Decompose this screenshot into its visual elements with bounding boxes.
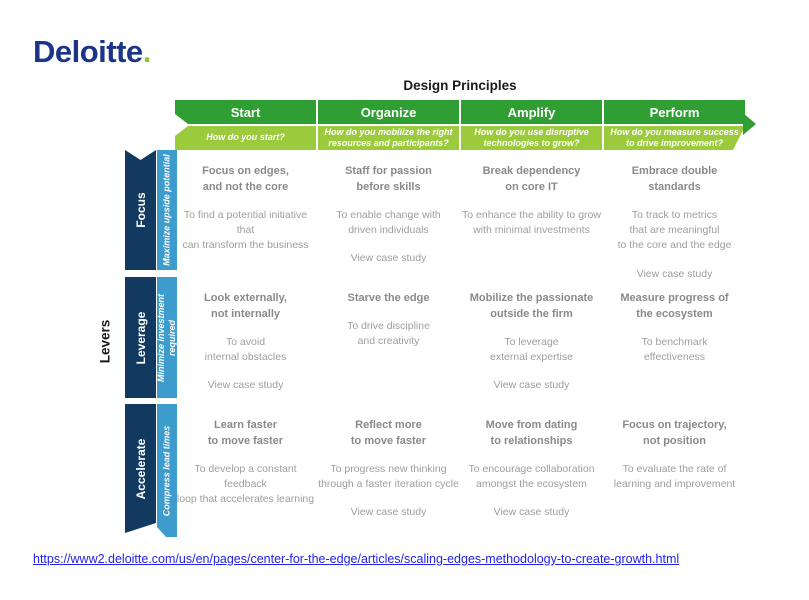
cell-desc: To track to metrics that are meaningful … (617, 208, 732, 252)
cell-desc: To find a potential initiative that can … (182, 208, 309, 252)
column-header-amplify: Amplify (461, 100, 602, 124)
header-ribbon-arrow-icon (743, 113, 756, 135)
cell-title: Reflect more to move faster (350, 419, 427, 447)
matrix-cell-leverage-amplify: Mobilize the passionate outside the firm… (461, 277, 602, 398)
logo-dot: . (142, 34, 152, 69)
question-amplify: How do you use disruptive technologies t… (461, 126, 602, 150)
view-case-study-link[interactable]: View case study (493, 379, 570, 392)
view-case-study-link[interactable]: View case study (493, 506, 570, 519)
cell-desc: To leverage external expertise (490, 335, 573, 364)
lever-bar-leverage: Leverage (125, 277, 156, 398)
deloitte-logo: Deloitte. (33, 34, 151, 70)
matrix-cell-accelerate-amplify: Move from dating to relationships To enc… (461, 404, 602, 533)
matrix-cell-accelerate-organize: Reflect more to move faster To progress … (318, 404, 459, 533)
matrix-cell-accelerate-perform: Focus on trajectory, not position To eva… (604, 404, 745, 533)
cell-title: Mobilize the passionate outside the firm (469, 292, 594, 320)
cell-desc: To enhance the ability to grow with mini… (462, 208, 601, 237)
question-start: How do you start? (175, 126, 316, 150)
page-title: Design Principles (403, 78, 517, 93)
matrix-cell-focus-start: Focus on edges, and not the core To find… (175, 150, 316, 270)
matrix-cell-focus-organize: Staff for passion before skills To enabl… (318, 150, 459, 270)
column-question-row: How do you start? How do you mobilize th… (175, 126, 745, 150)
matrix-row-leverage: Look externally, not internally To avoid… (175, 277, 745, 398)
matrix-cell-leverage-start: Look externally, not internally To avoid… (175, 277, 316, 398)
cell-title: Focus on trajectory, not position (622, 419, 727, 447)
cell-title: Measure progress of the ecosystem (620, 292, 729, 320)
question-perform: How do you measure success to drive impr… (604, 126, 745, 150)
cell-desc: To avoid internal obstacles (204, 335, 287, 364)
cell-title: Learn faster to move faster (207, 419, 284, 447)
cell-title: Look externally, not internally (204, 292, 287, 320)
cell-title: Staff for passion before skills (345, 165, 432, 193)
matrix-cell-focus-amplify: Break dependency on core IT To enhance t… (461, 150, 602, 270)
view-case-study-link[interactable]: View case study (350, 506, 427, 519)
sublabel-accelerate: Compress lead times (161, 425, 172, 516)
cell-desc: To drive discipline and creativity (347, 319, 430, 348)
cell-title: Break dependency on core IT (482, 165, 581, 193)
lever-label-accelerate: Accelerate (133, 438, 148, 499)
logo-text: Deloitte (33, 34, 143, 69)
cell-title: Move from dating to relationships (485, 419, 578, 447)
matrix-row-accelerate: Learn faster to move faster To develop a… (175, 404, 745, 533)
sublabel-bar-accelerate: Compress lead times (157, 404, 177, 537)
cell-title: Embrace double standards (631, 165, 718, 193)
sublabel-focus: Maximize upside potential (161, 154, 172, 266)
cell-title: Focus on edges, and not the core (202, 165, 289, 193)
footer-source-link[interactable]: https://www2.deloitte.com/us/en/pages/ce… (33, 552, 680, 566)
sublabel-bar-leverage: Minimize investment required (156, 277, 177, 398)
view-case-study-link[interactable]: View case study (207, 379, 284, 392)
matrix-cell-leverage-organize: Starve the edge To drive discipline and … (318, 277, 459, 398)
cell-desc: To progress new thinking through a faste… (318, 462, 459, 491)
cell-desc: To benchmark effectiveness (641, 335, 708, 364)
column-header-organize: Organize (318, 100, 459, 124)
matrix-cell-leverage-perform: Measure progress of the ecosystem To ben… (604, 277, 745, 398)
column-header-start: Start (175, 100, 316, 124)
lever-bar-focus: Focus (125, 150, 156, 270)
cell-desc: To encourage collaboration amongst the e… (468, 462, 595, 491)
lever-bar-accelerate: Accelerate (125, 404, 156, 533)
column-header-perform: Perform (604, 100, 745, 124)
matrix-row-focus: Focus on edges, and not the core To find… (175, 150, 745, 280)
levers-axis-label: Levers (97, 319, 113, 364)
matrix-cell-accelerate-start: Learn faster to move faster To develop a… (175, 404, 316, 533)
cell-desc: To evaluate the rate of learning and imp… (613, 462, 736, 491)
lever-label-focus: Focus (133, 192, 148, 228)
view-case-study-link[interactable]: View case study (636, 267, 713, 280)
question-organize: How do you mobilize the right resources … (318, 126, 459, 150)
cell-desc: To enable change with driven individuals (336, 208, 441, 237)
column-header-row: Start Organize Amplify Perform (175, 100, 745, 124)
view-case-study-link[interactable]: View case study (350, 252, 427, 265)
matrix-cell-focus-perform: Embrace double standards To track to met… (604, 150, 745, 280)
lever-label-leverage: Leverage (133, 311, 148, 364)
cell-desc: To develop a constant feedback loop that… (176, 462, 315, 506)
cell-title: Starve the edge (347, 292, 430, 304)
sublabel-bar-focus: Maximize upside potential (157, 150, 177, 270)
